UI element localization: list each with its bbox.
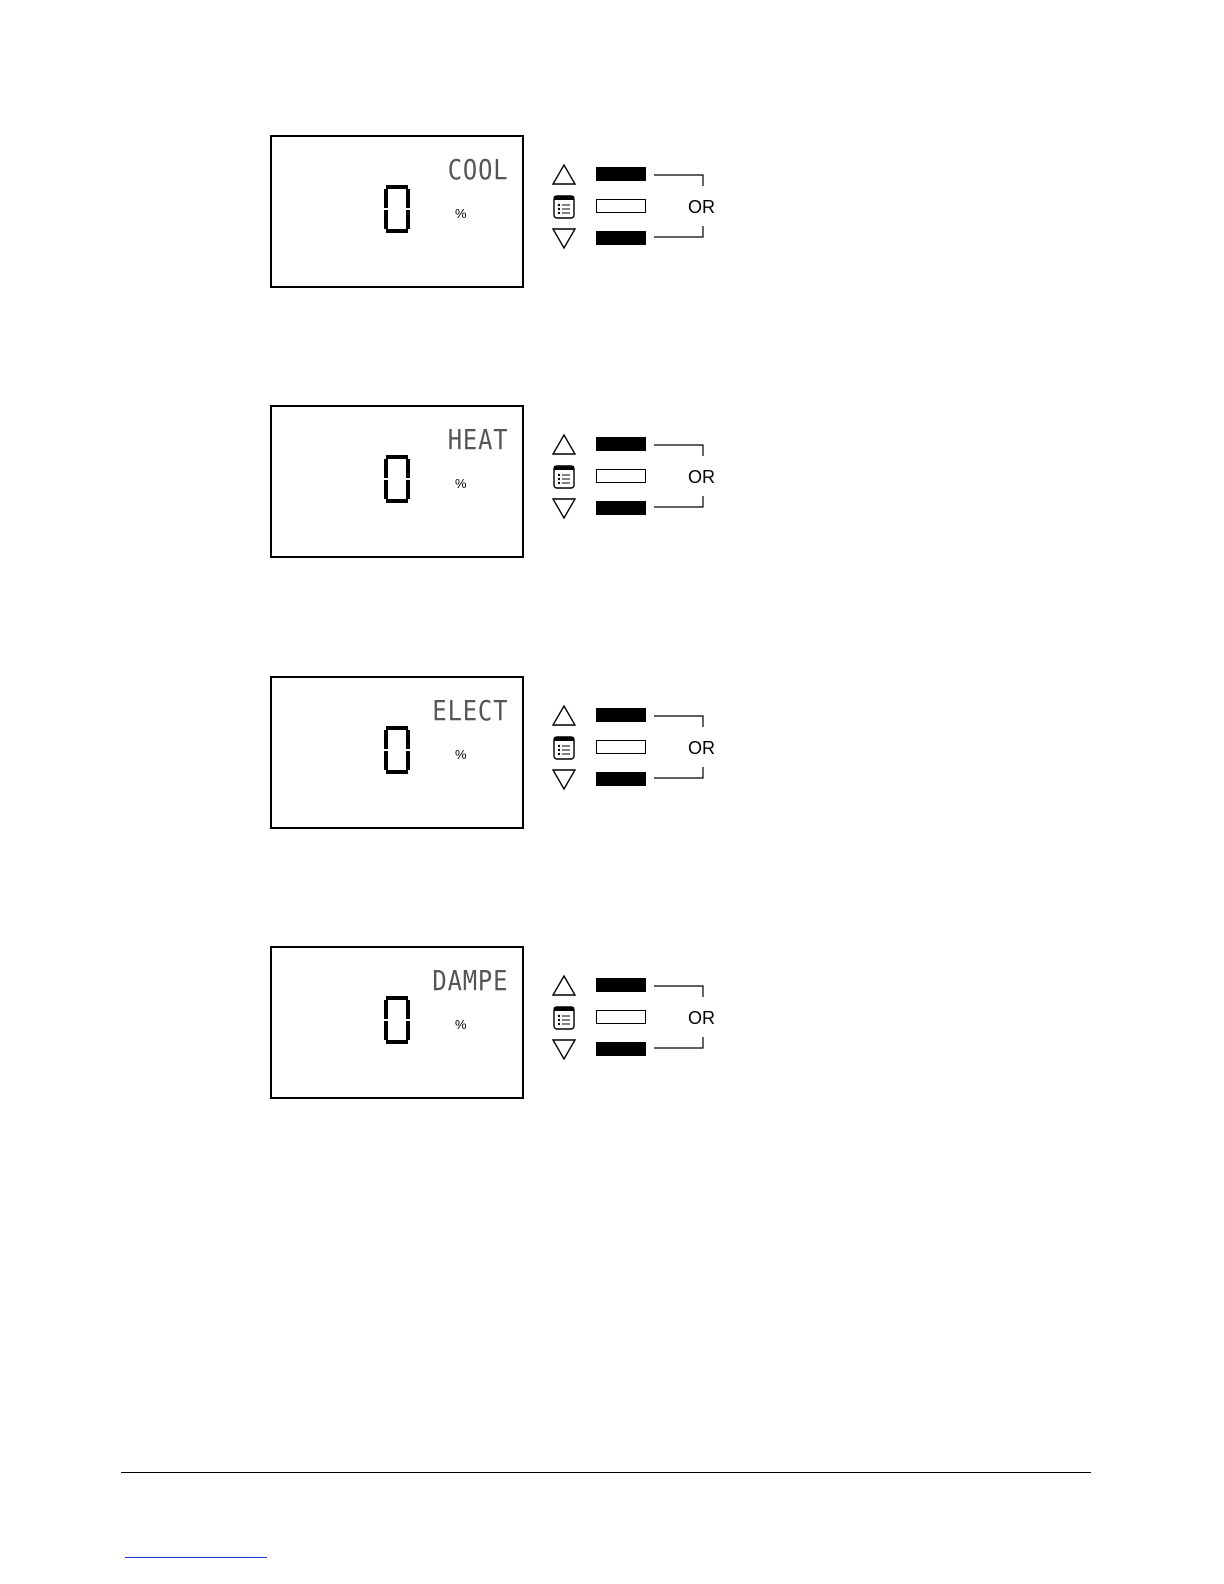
unit-label: % — [455, 206, 467, 221]
unit-label: % — [455, 1017, 467, 1032]
footer-link-underline[interactable] — [125, 1557, 267, 1558]
menu-list-icon — [551, 465, 577, 489]
or-label: OR — [688, 1008, 715, 1029]
down-triangle-icon — [551, 496, 577, 520]
up-triangle-icon — [551, 163, 577, 187]
lcd-display: COOL 0 % — [270, 135, 524, 288]
or-label: OR — [688, 738, 715, 759]
display-panel-cool: COOL 0 % OR — [0, 135, 1224, 335]
lcd-display: ELECT 0 % — [270, 676, 524, 829]
up-key[interactable] — [596, 437, 646, 451]
down-key[interactable] — [596, 1042, 646, 1056]
down-key[interactable] — [596, 501, 646, 515]
down-triangle-icon — [551, 767, 577, 791]
down-triangle-icon — [551, 1037, 577, 1061]
mode-label: COOL — [447, 153, 508, 186]
unit-label: % — [455, 747, 467, 762]
display-panel-heat: HEAT 0 % OR — [0, 405, 1224, 605]
footer-divider — [121, 1472, 1091, 1473]
up-triangle-icon — [551, 704, 577, 728]
or-label: OR — [688, 197, 715, 218]
lcd-display: HEAT 0 % — [270, 405, 524, 558]
menu-list-icon — [551, 736, 577, 760]
menu-list-icon — [551, 1006, 577, 1030]
up-key[interactable] — [596, 978, 646, 992]
up-key[interactable] — [596, 167, 646, 181]
down-triangle-icon — [551, 226, 577, 250]
mode-label: ELECT — [432, 694, 508, 727]
seven-segment-digit — [382, 724, 412, 776]
up-triangle-icon — [551, 974, 577, 998]
down-key[interactable] — [596, 231, 646, 245]
menu-list-icon — [551, 195, 577, 219]
mode-label: DAMPE — [432, 964, 508, 997]
down-key[interactable] — [596, 772, 646, 786]
menu-key[interactable] — [596, 199, 646, 213]
or-label: OR — [688, 467, 715, 488]
mode-label: HEAT — [447, 423, 508, 456]
menu-key[interactable] — [596, 740, 646, 754]
seven-segment-digit — [382, 994, 412, 1046]
menu-key[interactable] — [596, 1010, 646, 1024]
display-panel-elect: ELECT 0 % OR — [0, 676, 1224, 876]
seven-segment-digit — [382, 183, 412, 235]
display-panel-dampe: DAMPE 0 % OR — [0, 946, 1224, 1146]
menu-key[interactable] — [596, 469, 646, 483]
seven-segment-digit — [382, 453, 412, 505]
up-triangle-icon — [551, 433, 577, 457]
lcd-display: DAMPE 0 % — [270, 946, 524, 1099]
unit-label: % — [455, 476, 467, 491]
up-key[interactable] — [596, 708, 646, 722]
